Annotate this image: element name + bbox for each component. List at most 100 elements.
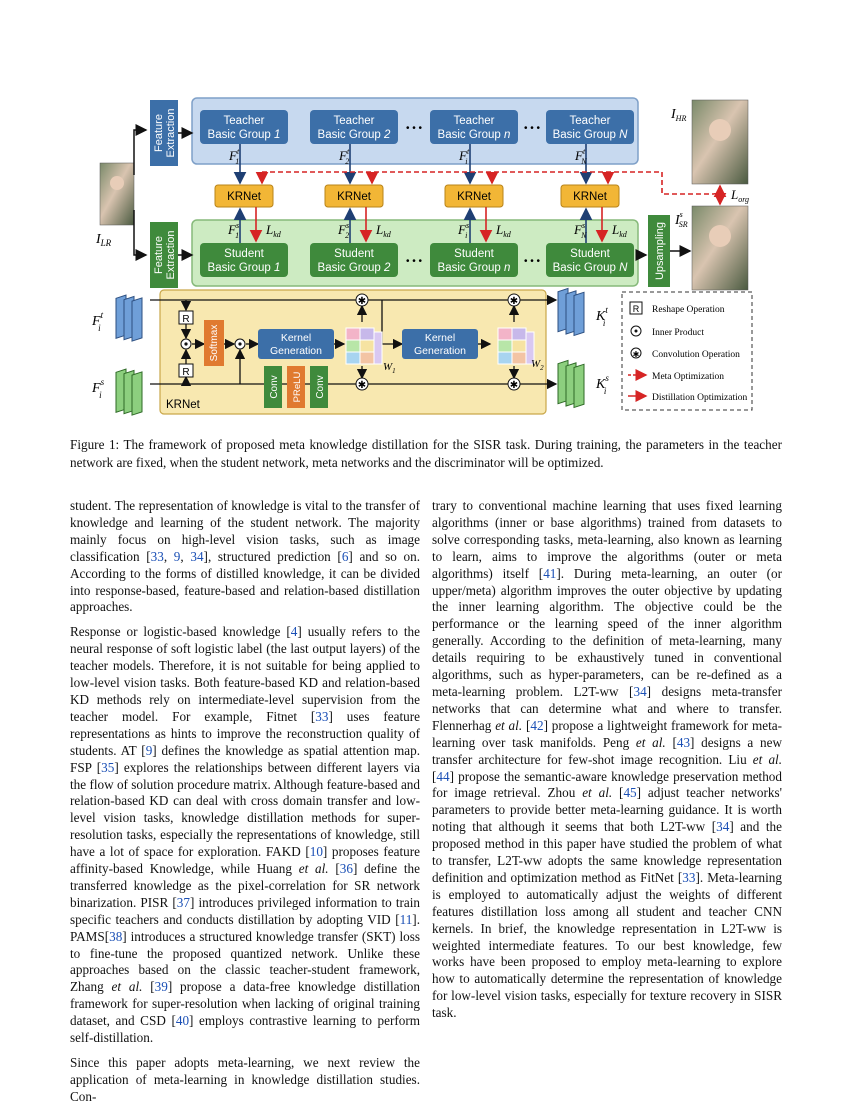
left-paragraph-1: student. The representation of knowledge…: [70, 498, 421, 615]
svg-text:✱: ✱: [358, 380, 366, 391]
legend-distillation-optimization: Distillation Optimization: [628, 390, 748, 403]
svg-text:Basic Group n: Basic Group n: [438, 129, 511, 141]
lkd-1: Lkd: [265, 222, 282, 239]
svg-text:Softmax: Softmax: [209, 325, 220, 362]
svg-text:Kernel: Kernel: [281, 332, 311, 344]
citation[interactable]: 39: [154, 979, 168, 995]
svg-text:Generation: Generation: [270, 345, 322, 357]
citation[interactable]: 44: [436, 768, 450, 784]
teacher-group-1: Teacher Basic Group 1: [200, 110, 288, 144]
upsampling-block: [648, 215, 670, 287]
inner-product-1: [180, 338, 192, 350]
svg-text:Conv: Conv: [315, 375, 326, 398]
teacher-ellipsis-1: • • •: [406, 123, 423, 134]
citation[interactable]: 38: [109, 928, 123, 944]
student-group-1: Student Basic Group 1: [200, 243, 288, 277]
conv-block-1: Conv: [264, 366, 282, 408]
svg-text:KRNet: KRNet: [573, 191, 608, 203]
citation[interactable]: 34: [190, 548, 204, 564]
svg-text:Reshape Operation: Reshape Operation: [652, 305, 725, 315]
citation[interactable]: 9: [173, 548, 181, 564]
citation[interactable]: 35: [101, 759, 115, 775]
citation[interactable]: 34: [633, 683, 647, 699]
upsampling-label: Upsampling: [654, 222, 666, 280]
citation[interactable]: 40: [175, 1013, 190, 1029]
w1-label: W1: [383, 361, 396, 375]
reshape-box-top: R: [178, 310, 194, 325]
citation[interactable]: 42: [530, 717, 544, 733]
citation[interactable]: 33: [315, 708, 329, 724]
l-org-label: Lorg: [730, 187, 749, 204]
svg-text:Convolution Operation: Convolution Operation: [652, 350, 740, 360]
student-group-N: Student Basic Group N: [546, 243, 634, 277]
student-ellipsis-2: • • •: [524, 256, 541, 267]
hr-image-face: [709, 119, 731, 141]
right-paragraph-1: trary to conventional machine learning t…: [432, 498, 783, 1021]
teacher-group-2: Teacher Basic Group 2: [310, 110, 398, 144]
student-group-2: Student Basic Group 2: [310, 243, 398, 277]
student-ellipsis-1: • • •: [406, 256, 423, 267]
svg-text:R: R: [633, 304, 640, 314]
svg-text:KRNet: KRNet: [227, 191, 262, 203]
citation[interactable]: 33: [682, 869, 696, 885]
legend-convolution: ✱Convolution Operation: [630, 347, 740, 360]
citation[interactable]: 10: [309, 844, 323, 860]
svg-text:Teacher: Teacher: [454, 115, 495, 127]
sr-image-face: [709, 225, 731, 247]
left-column: student. The representation of knowledge…: [70, 498, 420, 1114]
citation[interactable]: 33: [150, 548, 164, 564]
right-column: trary to conventional machine learning t…: [432, 498, 782, 1030]
svg-text:R: R: [182, 314, 189, 325]
svg-text:Student: Student: [224, 248, 264, 260]
conv-op-1: ✱: [355, 293, 369, 307]
fs-feature-maps: [115, 368, 143, 416]
feature-extraction-label-top-2: Extraction: [165, 109, 177, 158]
svg-text:Teacher: Teacher: [224, 115, 265, 127]
w2-label: W2: [531, 358, 544, 372]
legend-reshape: R Reshape Operation: [629, 301, 725, 315]
kt-feature-maps: [557, 287, 585, 337]
svg-text:Basic Group n: Basic Group n: [438, 262, 511, 274]
citation[interactable]: 36: [339, 861, 353, 877]
student-group-n: Student Basic Group n: [430, 243, 518, 277]
svg-text:✱: ✱: [510, 380, 518, 391]
kernel-cube-w2: [497, 327, 535, 365]
svg-text:PReLU: PReLU: [292, 372, 303, 403]
ks-feature-maps: [557, 359, 585, 409]
krnet-detail-label: KRNet: [166, 399, 201, 411]
citation[interactable]: 43: [676, 734, 691, 750]
kernel-cube-w1: [345, 327, 383, 365]
svg-text:Meta Optimization: Meta Optimization: [652, 372, 724, 382]
citation[interactable]: 11: [399, 911, 413, 927]
svg-text:Basic Group N: Basic Group N: [553, 129, 628, 141]
krnet-box-1: KRNet: [214, 184, 274, 208]
citation[interactable]: 4: [290, 624, 298, 640]
conv-op-3: ✱: [355, 377, 369, 391]
citation[interactable]: 45: [623, 785, 637, 801]
reshape-box-bottom: R: [178, 363, 194, 378]
student-feature-extraction-block: [150, 222, 178, 288]
citation[interactable]: 41: [543, 565, 557, 581]
citation[interactable]: 34: [716, 819, 730, 835]
krnet-box-n: KRNet: [444, 184, 504, 208]
ft-feature-maps: [115, 294, 143, 342]
svg-text:Basic Group 2: Basic Group 2: [318, 262, 391, 274]
citation[interactable]: 6: [341, 548, 349, 564]
svg-text:Student: Student: [334, 248, 374, 260]
lkd-n: Lkd: [495, 222, 512, 239]
framework-figure: Feature Extraction Feature Extraction IL…: [91, 97, 753, 416]
svg-text:Basic Group 1: Basic Group 1: [208, 129, 281, 141]
citation[interactable]: 37: [176, 894, 190, 910]
citation[interactable]: 9: [145, 742, 153, 758]
svg-text:Basic Group 2: Basic Group 2: [318, 129, 391, 141]
